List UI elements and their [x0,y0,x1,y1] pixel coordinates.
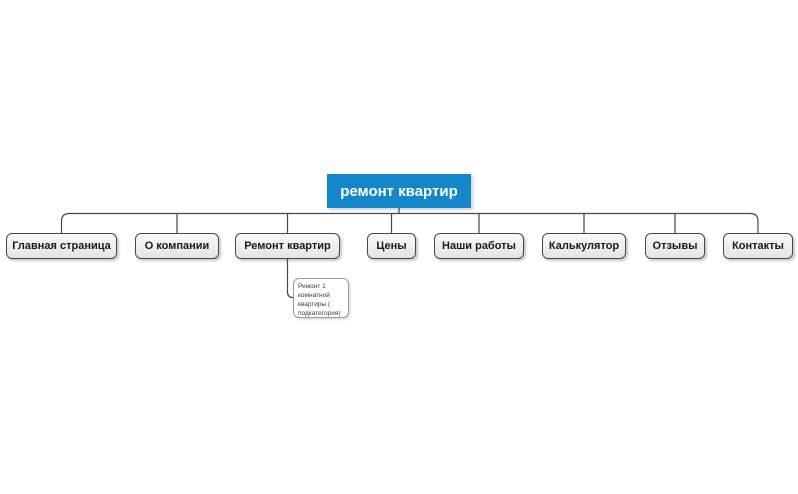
node-label: Цены [376,240,407,252]
node-contacts[interactable]: Контакты [723,233,793,259]
node-label: Наши работы [442,240,516,252]
subcategory-node-label: Ремонт 1 комнатной квартиры ( подкатегор… [298,283,341,318]
node-reviews[interactable]: Отзывы [645,233,705,259]
node-label: О компании [144,240,210,252]
node-label: Ремонт квартир [244,240,331,252]
node-calculator[interactable]: Калькулятор [542,233,626,259]
node-prices[interactable]: Цены [367,233,416,259]
node-label: Главная страница [12,240,111,252]
node-apartment-repair[interactable]: Ремонт квартир [235,233,340,259]
node-about-company[interactable]: О компании [135,233,219,259]
root-node-label: ремонт квартир [340,182,458,200]
node-our-works[interactable]: Наши работы [434,233,524,259]
node-home-page[interactable]: Главная страница [6,233,117,259]
node-label: Отзывы [652,240,698,252]
connector-rail [60,212,759,233]
node-subcategory-1-room-repair[interactable]: Ремонт 1 комнатной квартиры ( подкатегор… [293,278,349,318]
node-root-remont-kvartir[interactable]: ремонт квартир [327,174,471,208]
node-label: Калькулятор [548,240,620,252]
node-label: Контакты [732,240,784,252]
